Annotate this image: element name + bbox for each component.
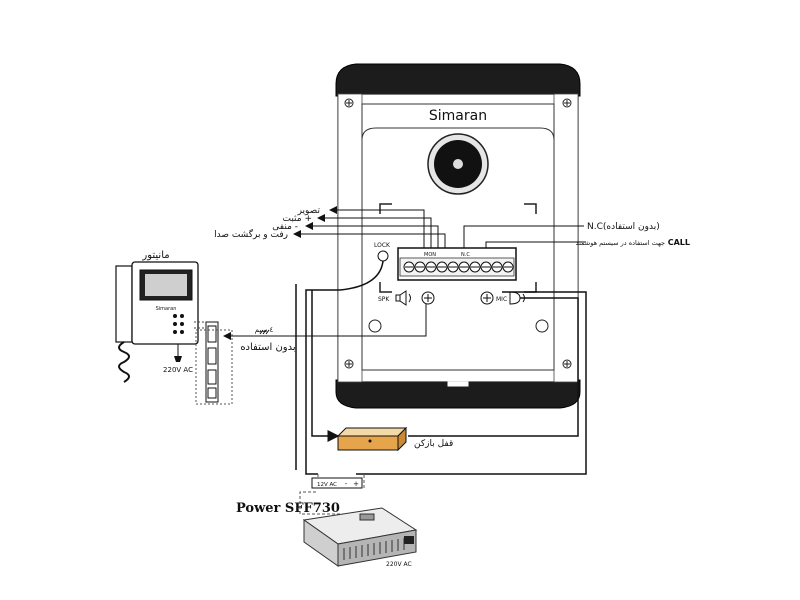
call-note: جهت استفاده در سیستم هوشمند [576, 239, 665, 247]
monitor-title: مانیتور [141, 250, 169, 261]
terminal-12v: 12V AC [317, 482, 337, 488]
power-supply-unit [302, 507, 418, 567]
unused-label: بدون استفاده [240, 342, 295, 353]
power-terminal-block: 12V AC - + [311, 477, 363, 489]
power-title: Power SFF730 [236, 501, 340, 516]
power-ac-label: 220V AC [386, 561, 412, 568]
screw-icon [344, 98, 572, 369]
terminal-plus: + [353, 480, 359, 488]
terminal-block: MON N.C [397, 247, 517, 281]
panel-brand: Simaran [429, 108, 487, 124]
positive-output-label: مثبت + [283, 214, 313, 224]
terminal-group-mon: MON [424, 252, 436, 258]
call-label: CALL [668, 238, 690, 247]
camera-lens-icon [427, 133, 489, 195]
monitor-buttons [173, 314, 184, 334]
terminal-minus: - [345, 480, 348, 488]
mic-label: MIC [496, 296, 507, 303]
video-output-label: تصویر [297, 206, 321, 216]
four-wire-label: ٤ سیم [255, 326, 274, 334]
left-rail [337, 93, 363, 383]
door-lock-device [336, 426, 408, 452]
power-plug-icon [174, 356, 182, 362]
lock-device-label: قفل بازکن [414, 439, 453, 449]
monitor-terminal-strip [194, 321, 233, 405]
power-wiring [295, 260, 587, 515]
panel-inner-body [361, 103, 555, 371]
door-panel: Simaran [335, 63, 581, 409]
nc-note: N.C(بدون استفاده) [587, 222, 660, 232]
mount-boss-left [368, 319, 382, 333]
audio-output-label: رفت و برگشت صدا [214, 228, 288, 240]
handset-cord [118, 341, 130, 383]
lock-terminal [377, 250, 389, 262]
monitor-power-label: 220V AC [163, 366, 193, 374]
panel-bottom-cap [335, 379, 581, 409]
spk-label: SPK [378, 296, 390, 303]
right-rail [553, 93, 579, 383]
output-wires [293, 206, 446, 248]
lock-label: LOCK [374, 242, 391, 249]
monitor-unit: مانیتور Simaran 220V AC [115, 250, 199, 383]
terminal-screws [403, 261, 514, 273]
four-wire-cable [223, 304, 427, 340]
mount-boss-right [535, 319, 549, 333]
panel-top-cap [335, 63, 581, 97]
terminal-group-nc: N.C [461, 252, 470, 258]
monitor-brand: Simaran [156, 306, 177, 312]
monitor-handset-icon [115, 265, 133, 343]
speaker-icon [395, 290, 411, 306]
negative-output-label: منفی - [272, 222, 298, 232]
